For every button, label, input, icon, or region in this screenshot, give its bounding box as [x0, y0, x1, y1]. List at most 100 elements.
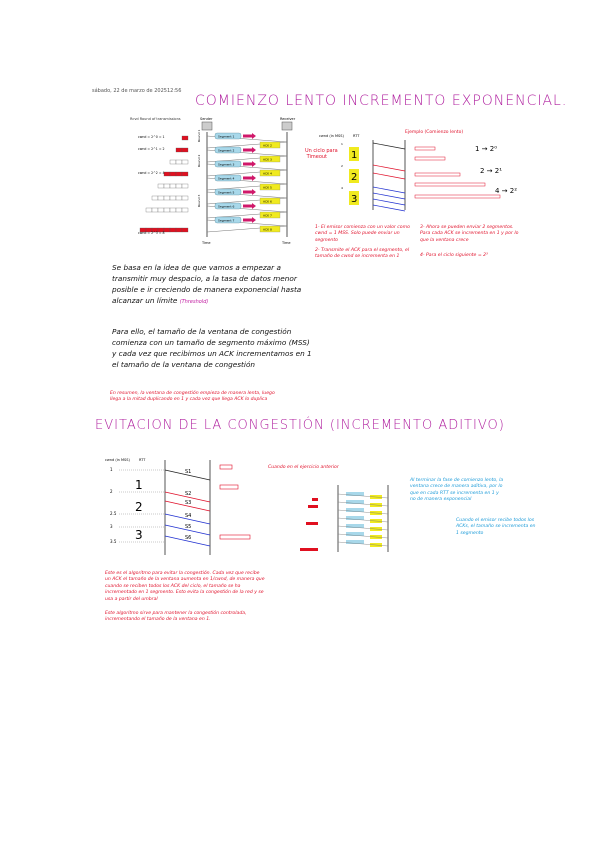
cwnd-block [181, 195, 189, 201]
cwnd-block [181, 147, 189, 153]
paragraph-2: Para ello, el tamaño de la ventana de co… [112, 327, 312, 369]
cwnd-block [308, 505, 318, 508]
ack-box [259, 197, 281, 205]
arrow-icon [243, 175, 256, 181]
computer-icon [201, 121, 213, 131]
cwnd-block [157, 207, 165, 213]
segment-box [346, 540, 364, 544]
cwnd-label: cwnd = 2^3 = 8 [138, 231, 165, 235]
time-label: Time [281, 241, 291, 245]
cwnd-block [181, 159, 189, 165]
window-sketch [414, 146, 436, 151]
cwnd-block [300, 548, 318, 551]
rtt-box [349, 169, 359, 183]
side-note: Un ciclo para Timeout [305, 148, 338, 160]
cwnd-block [175, 183, 183, 189]
arrow-icon [243, 217, 256, 223]
cwnd-value: 4 [341, 186, 343, 190]
note-red-2: 2- Transmite el ACK para el segmento, el… [315, 248, 410, 260]
cwnd-label: cwnd = 2^1 = 2 [138, 147, 165, 151]
segment-arrow [337, 525, 389, 531]
segment-label: S6 [185, 535, 191, 541]
segment-label: S2 [185, 491, 191, 497]
cwnd-block [169, 171, 177, 177]
segment-label: Segment 1 [218, 135, 234, 139]
window-sketch [414, 156, 446, 161]
cwnd-block [157, 195, 165, 201]
window-sketch [219, 534, 251, 540]
segment-arrow [337, 509, 389, 515]
round-label: Round 3 [197, 195, 201, 207]
title-congestion-avoidance: EVITACION DE LA CONGESTIÓN (INCREMENTO A… [95, 418, 505, 433]
cwnd-block [169, 207, 177, 213]
formula: 4 → 2² [495, 187, 517, 195]
segment-box [214, 174, 242, 182]
title-slow-start: COMIENZO LENTO INCREMENTO EXPONENCIAL. [195, 93, 568, 109]
rtt-header: RTT [353, 134, 360, 138]
segment-box [346, 508, 364, 512]
round-label: Round 1 [197, 130, 201, 142]
cwnd-block [175, 207, 183, 213]
segment-arrow [372, 142, 406, 150]
segment-arrow [164, 491, 211, 503]
note-red-3: 3- Ahora se pueden enviar 2 segmentos. P… [420, 225, 519, 243]
arrow-icon [243, 189, 256, 195]
segment-arrow [372, 172, 406, 180]
segment-label: Segment 6 [218, 205, 234, 209]
segment-arrow [372, 164, 406, 172]
rtt-value: 2 [351, 172, 357, 183]
cwnd-block [151, 195, 159, 201]
cwnd-header: cwnd (in MSS) [105, 458, 130, 462]
cwnd-block [151, 207, 159, 213]
cwnd-block [175, 171, 183, 177]
cwnd-block [181, 207, 189, 213]
time: 12:56 [167, 88, 182, 94]
segment-label: Segment 2 [218, 149, 234, 153]
formula: 2 → 2¹ [480, 167, 502, 175]
cwnd-block [163, 207, 171, 213]
segment-box [346, 524, 364, 528]
segment-arrow [372, 192, 406, 200]
cwnd-block [175, 147, 183, 153]
cwnd-value: 2.5 [110, 511, 117, 516]
example-title: Cuando en el ejercicio anterior [268, 465, 339, 470]
segment-box [214, 160, 242, 168]
time-label: Time [201, 241, 211, 245]
computer-icon [281, 121, 293, 131]
cwnd-block [169, 159, 177, 165]
cwnd-block [157, 183, 165, 189]
cwnd-block [163, 227, 171, 233]
segment-box [346, 500, 364, 504]
cwnd-block [306, 522, 318, 525]
segment-label: S3 [185, 500, 191, 506]
cwnd-block [169, 183, 177, 189]
rtt-value: 2 [135, 500, 143, 514]
sender-label: Sender [200, 117, 213, 121]
red-note-1: Este es el algoritmo para evitar la cong… [105, 571, 265, 602]
ack-label: ACK 8 [263, 228, 272, 232]
cwnd-header: cwnd (in MSS) [319, 134, 344, 138]
segment-arrow [164, 513, 211, 525]
diagram-header: Rcvd Round of transmissions [130, 117, 181, 121]
rtt-value: 3 [351, 194, 357, 205]
segment-label: Segment 5 [218, 191, 234, 195]
note-red-1: 1- El emisor comienza con un valor como … [315, 225, 410, 243]
cwnd-block [145, 207, 153, 213]
cwnd-value: 2 [341, 164, 343, 168]
note-red-4: 4- Para el ciclo siguiente = 2³ [420, 253, 488, 258]
segment-arrow [164, 500, 211, 512]
rtt-box [349, 191, 359, 205]
cwnd-block [175, 227, 183, 233]
summary-note: En resumen, la ventana de congestión emp… [110, 391, 275, 403]
rtt-box [349, 147, 359, 161]
cwnd-block [181, 183, 189, 189]
paragraph-1: Se basa en la idea de que vamos a empeza… [112, 263, 302, 305]
ack-label: ACK 2 [263, 144, 272, 148]
formula: 1 → 2⁰ [475, 145, 497, 153]
rtt-value: 3 [135, 528, 143, 542]
segment-arrow [337, 501, 389, 507]
segment-label: Segment 4 [218, 177, 234, 181]
arrow-icon [243, 161, 256, 167]
